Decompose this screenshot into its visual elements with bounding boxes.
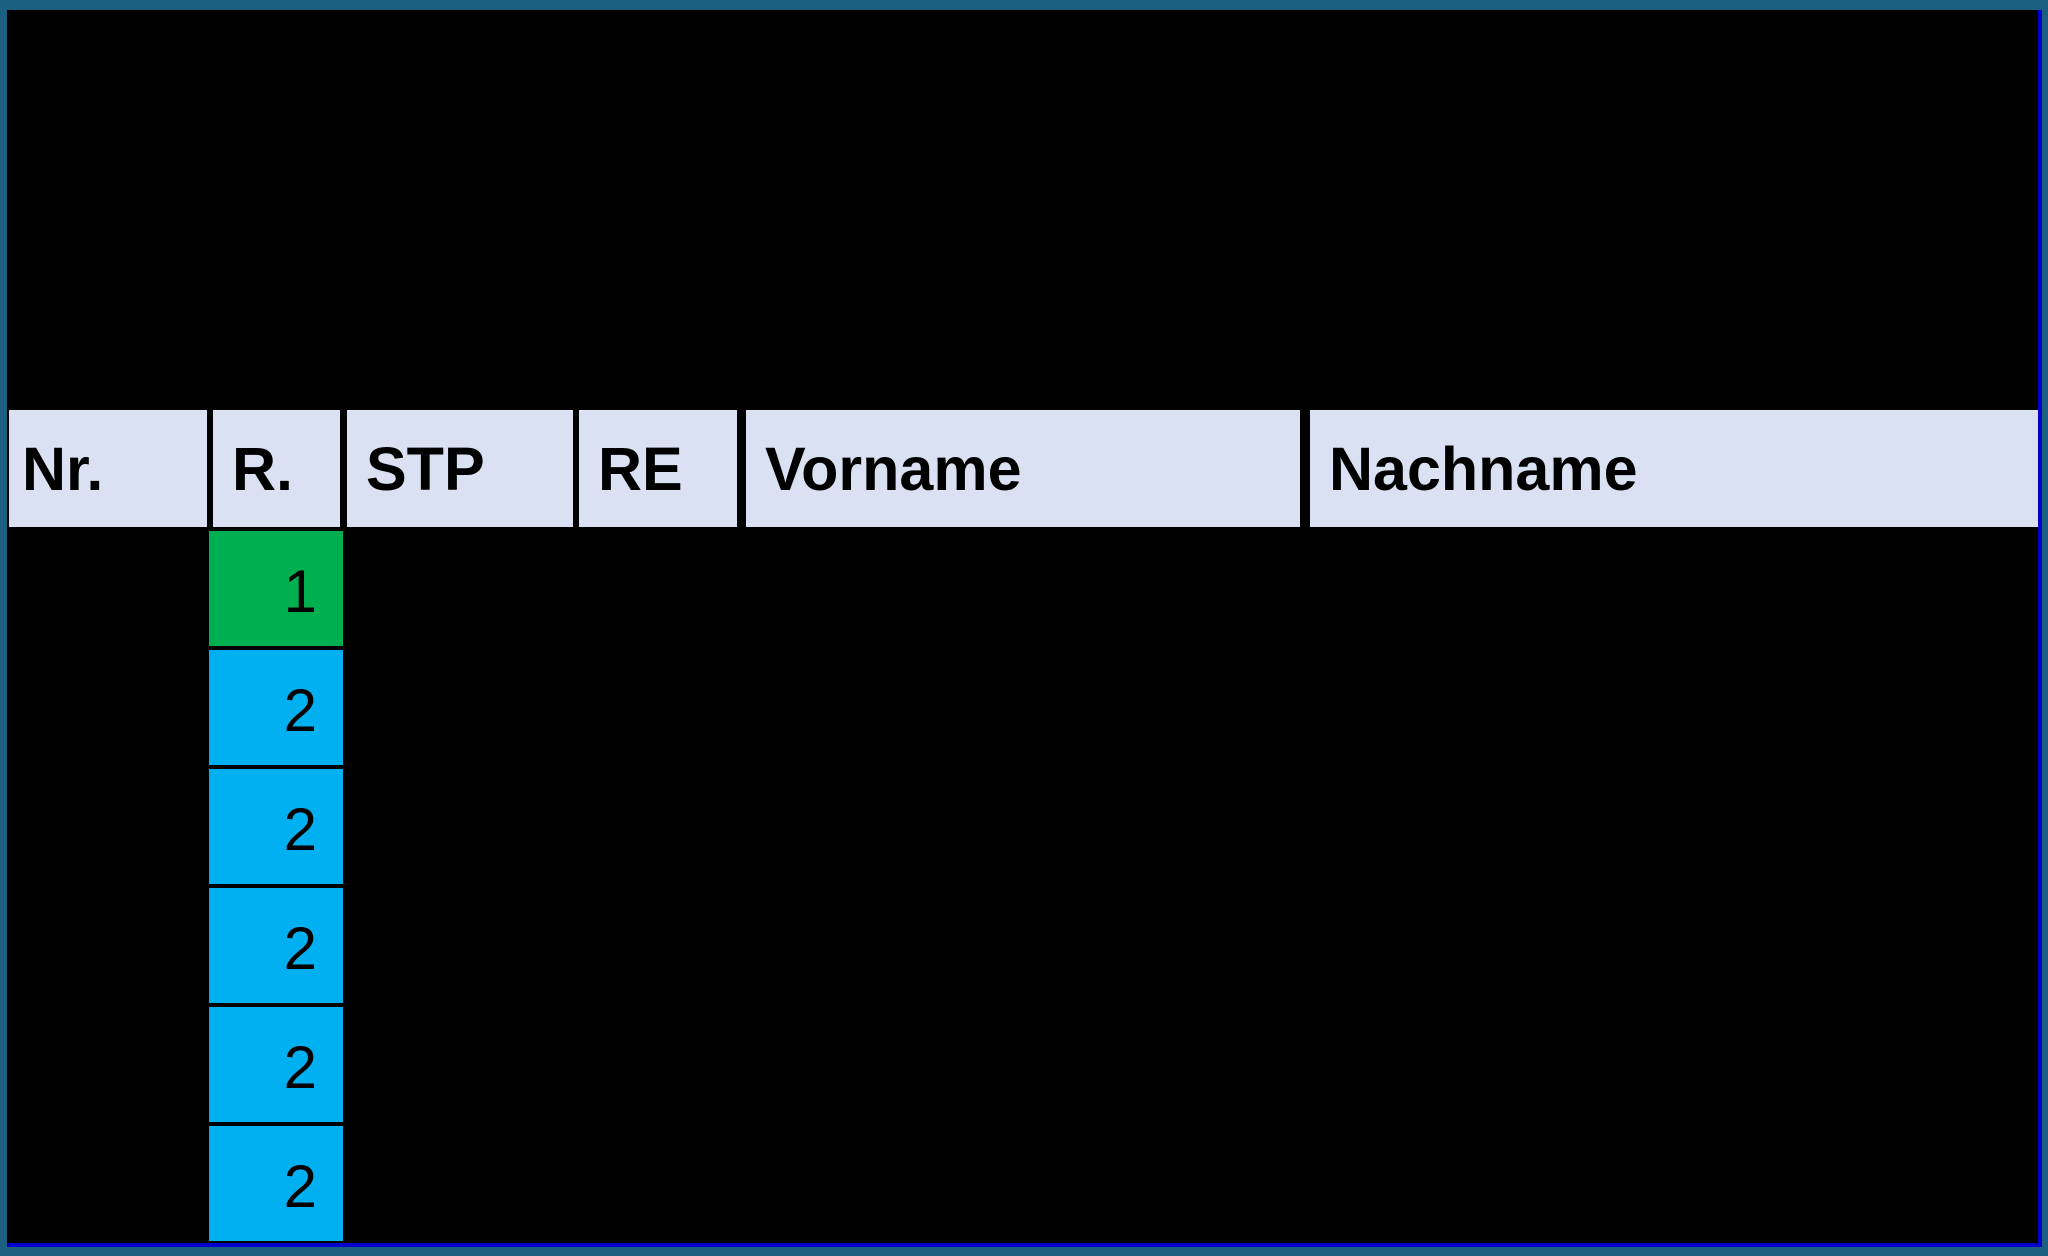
rank-cell-row-3[interactable]: 2: [209, 769, 343, 884]
column-header-r[interactable]: R.: [213, 410, 340, 527]
column-header-nachname[interactable]: Nachname: [1310, 410, 2038, 527]
frame-border-bottom: [0, 1247, 2048, 1256]
column-header-re[interactable]: RE: [579, 410, 737, 527]
rank-cell-row-2[interactable]: 2: [209, 650, 343, 765]
rank-cell-row-4[interactable]: 2: [209, 888, 343, 1003]
column-header-nr[interactable]: Nr.: [9, 410, 207, 527]
frame-border-right: [2042, 0, 2048, 1256]
frame-border-top: [0, 0, 2048, 10]
column-header-stp[interactable]: STP: [347, 410, 573, 527]
rank-cell-row-1[interactable]: 1: [209, 531, 343, 646]
rank-cell-row-6[interactable]: 2: [209, 1126, 343, 1241]
rank-cell-row-5[interactable]: 2: [209, 1007, 343, 1122]
accent-line-bottom: [7, 1243, 2038, 1247]
frame-border-left: [0, 0, 7, 1256]
column-header-vorname[interactable]: Vorname: [746, 410, 1300, 527]
accent-line-right: [2038, 10, 2042, 1247]
